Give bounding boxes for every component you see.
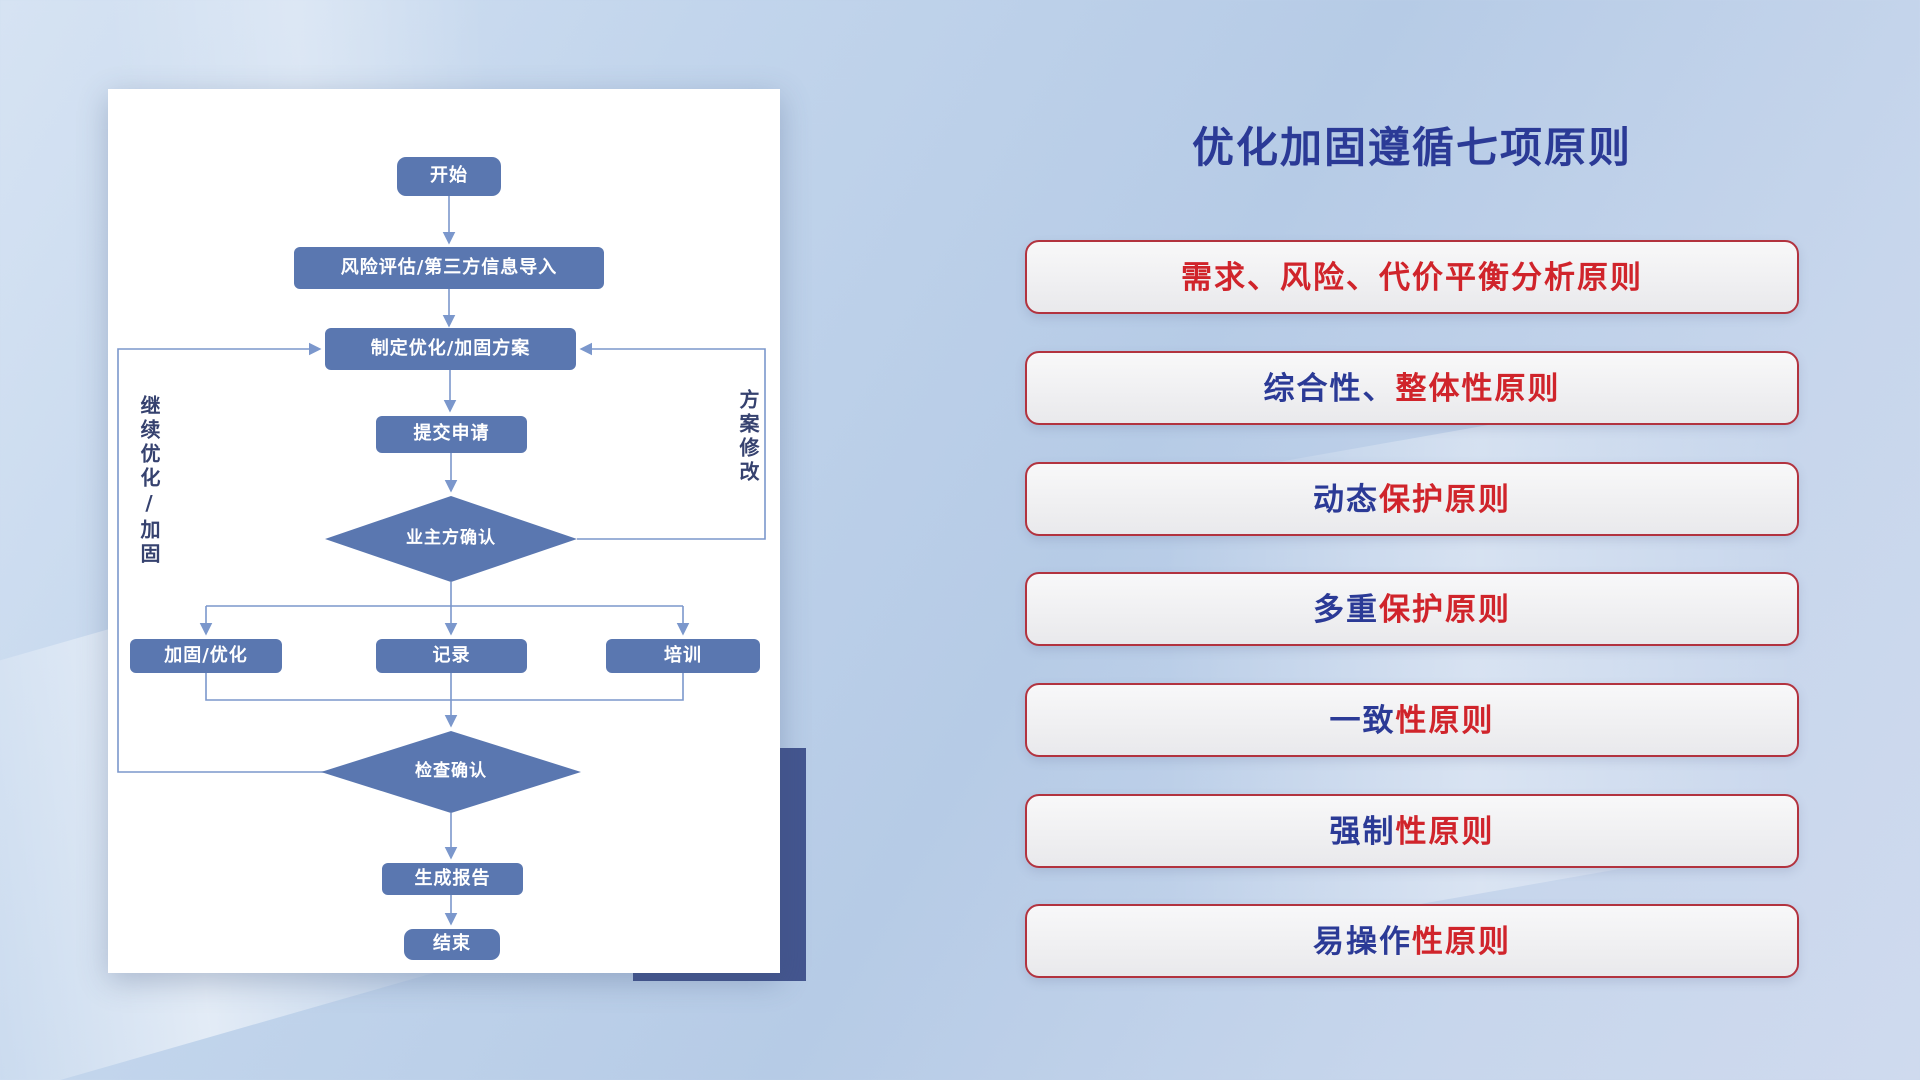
flow-node-submit-application: 提交申请 xyxy=(376,416,527,453)
principle-text-part: 多重 xyxy=(1313,592,1379,628)
principle-text-part: 性原则 xyxy=(1412,924,1511,960)
flow-node-start: 开始 xyxy=(397,157,501,196)
principle-button-5[interactable]: 一致性原则 xyxy=(1025,683,1799,757)
flow-edge-label-continue-optimize: 继续优化/加固 xyxy=(137,395,161,567)
principle-text-part: 强制 xyxy=(1329,814,1396,850)
flow-node-training: 培训 xyxy=(606,639,760,673)
principle-text-part: 一致 xyxy=(1329,703,1396,739)
principle-button-6[interactable]: 强制性原则 xyxy=(1025,794,1799,868)
principle-text-part: 保护原则 xyxy=(1379,592,1511,628)
principle-text-part: 易操作 xyxy=(1313,924,1412,960)
principle-button-7[interactable]: 易操作性原则 xyxy=(1025,904,1799,978)
flow-edge-label-plan-revision: 方案修改 xyxy=(736,389,760,485)
flow-node-end: 结束 xyxy=(404,929,500,960)
principle-text-part: 需求、风险、代价平衡分析原则 xyxy=(1181,260,1643,296)
principle-text-part: 性原则 xyxy=(1395,703,1495,739)
panel-title: 优化加固遵循七项原则 xyxy=(1191,123,1632,172)
flow-node-record: 记录 xyxy=(376,639,527,673)
principle-text-part: 整体性原则 xyxy=(1395,371,1561,407)
principle-button-1[interactable]: 需求、风险、代价平衡分析原则 xyxy=(1025,240,1799,314)
principle-button-3[interactable]: 动态保护原则 xyxy=(1025,462,1799,536)
flow-node-generate-report: 生成报告 xyxy=(382,863,523,895)
principle-text-part: 动态 xyxy=(1313,482,1379,518)
principle-text-part: 保护原则 xyxy=(1379,482,1511,518)
principle-text-part: 综合性、 xyxy=(1263,371,1396,407)
flow-node-reinforce-optimize: 加固/优化 xyxy=(130,639,282,673)
principle-button-4[interactable]: 多重保护原则 xyxy=(1025,572,1799,646)
principle-text-part: 性原则 xyxy=(1395,814,1495,850)
flow-node-risk-assessment: 风险评估/第三方信息导入 xyxy=(294,247,604,289)
flowchart-card: 开始 风险评估/第三方信息导入 制定优化/加固方案 提交申请 业主方确认 加固/… xyxy=(108,89,780,973)
flow-node-make-plan: 制定优化/加固方案 xyxy=(325,328,576,370)
principle-button-2[interactable]: 综合性、整体性原则 xyxy=(1025,351,1799,425)
principles-panel: 优化加固遵循七项原则 需求、风险、代价平衡分析原则 综合性、整体性原则 动态保护… xyxy=(1025,0,1799,1080)
